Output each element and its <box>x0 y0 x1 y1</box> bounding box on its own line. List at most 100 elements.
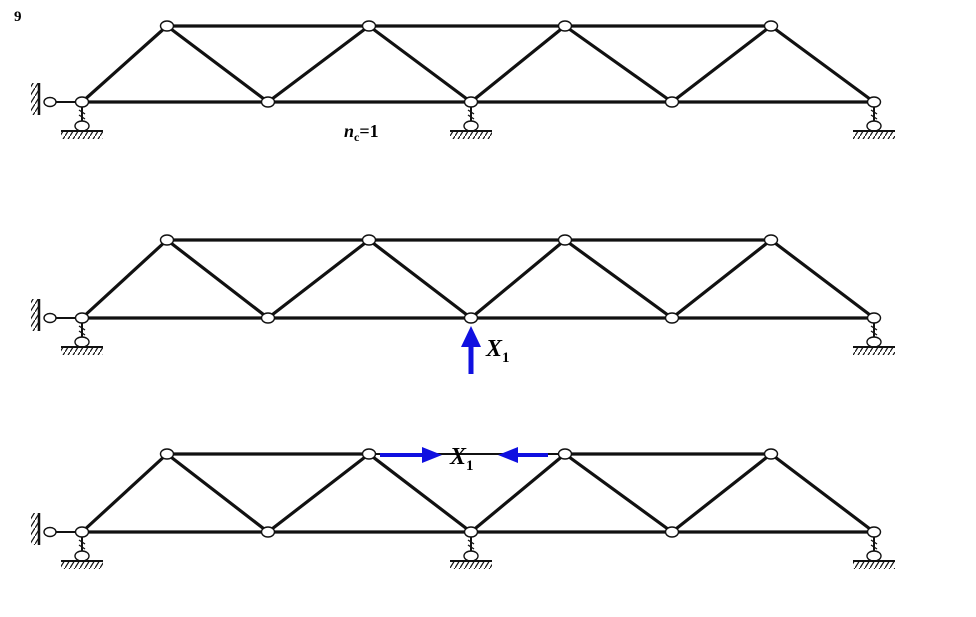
bottom-joint <box>463 526 479 538</box>
support-spring-tick <box>467 114 475 120</box>
support-spring-tick <box>467 544 475 550</box>
redundant-force-pair <box>380 447 548 463</box>
indeterminacy-var: n <box>344 121 354 141</box>
support-pin <box>74 336 90 348</box>
unknown-label-2: X1 <box>449 444 474 474</box>
diagonal-member <box>769 238 876 320</box>
support-pin <box>463 550 479 562</box>
diagonal-member <box>165 24 270 104</box>
top-joint <box>361 20 377 32</box>
support-pin <box>74 120 90 132</box>
bottom-joint <box>664 96 680 108</box>
diagonal-member <box>769 24 876 104</box>
figure-number: 9 <box>14 9 22 25</box>
top-joint <box>763 448 779 460</box>
unknown-label-1: X1 <box>485 336 510 366</box>
bottom-joint <box>260 526 276 538</box>
support-spring-tick <box>78 109 86 115</box>
ground-hatch <box>61 132 103 139</box>
support-pin <box>463 120 479 132</box>
bottom-joint <box>866 526 882 538</box>
diagonal-member <box>80 24 169 104</box>
wall-hatch <box>31 83 39 115</box>
bottom-joint <box>260 96 276 108</box>
diagonal-member <box>266 24 371 104</box>
top-joint <box>557 20 573 32</box>
ground-hatch <box>853 132 895 139</box>
unknown-var: X <box>485 336 503 362</box>
support-spring-tick <box>78 325 86 331</box>
support-spring-tick <box>78 539 86 545</box>
force-arrow-right-head <box>422 447 442 463</box>
top-joint <box>763 234 779 246</box>
top-joint <box>557 448 573 460</box>
support-pin <box>74 550 90 562</box>
bottom-joint <box>260 312 276 324</box>
support-spring-tick <box>870 325 878 331</box>
truss-released-support <box>31 234 895 355</box>
diagonal-member <box>670 238 773 320</box>
support-spring-tick <box>870 539 878 545</box>
indeterminacy-label: nc=1 <box>344 121 379 144</box>
diagonal-member <box>367 24 473 104</box>
unknown-sub: 1 <box>502 350 510 366</box>
force-arrow-head <box>461 326 481 347</box>
bottom-joint <box>74 526 90 538</box>
bottom-joint <box>866 312 882 324</box>
top-joint <box>557 234 573 246</box>
diagonal-member <box>165 238 270 320</box>
force-arrow-left-head <box>498 447 518 463</box>
diagonal-member <box>367 452 473 534</box>
ground-hatch <box>450 562 492 569</box>
diagonal-member <box>469 24 567 104</box>
bottom-joint <box>74 96 90 108</box>
top-joint <box>361 234 377 246</box>
truss-original <box>31 20 895 139</box>
support-spring-tick <box>870 109 878 115</box>
link-pin <box>43 96 57 108</box>
wall-hatch <box>31 513 39 545</box>
diagonal-member <box>165 452 270 534</box>
bottom-joint <box>664 526 680 538</box>
bottom-joint <box>463 96 479 108</box>
support-pin <box>866 120 882 132</box>
support-spring-tick <box>78 114 86 120</box>
support-spring-tick <box>870 330 878 336</box>
ground-hatch <box>450 132 492 139</box>
wall-hatch <box>31 299 39 331</box>
indeterminacy-value: =1 <box>359 121 378 141</box>
support-spring-tick <box>78 544 86 550</box>
diagonal-member <box>367 238 473 320</box>
diagonal-member <box>563 24 674 104</box>
top-joint <box>159 448 175 460</box>
ground-hatch <box>61 562 103 569</box>
diagonal-member <box>469 238 567 320</box>
bottom-joint <box>866 96 882 108</box>
diagonal-member <box>80 238 169 320</box>
top-joint <box>159 234 175 246</box>
unknown-var: X <box>449 444 467 470</box>
diagonal-member <box>80 452 169 534</box>
top-joint <box>763 20 779 32</box>
diagonal-member <box>563 452 674 534</box>
bottom-joint <box>664 312 680 324</box>
diagonal-member <box>670 24 773 104</box>
top-joint <box>159 20 175 32</box>
redundant-force-vertical <box>461 326 481 374</box>
diagonal-member <box>266 238 371 320</box>
support-spring-tick <box>78 330 86 336</box>
support-spring-tick <box>870 114 878 120</box>
bottom-joint <box>74 312 90 324</box>
truss-cut-member <box>31 448 895 569</box>
link-pin <box>43 526 57 538</box>
diagonal-member <box>670 452 773 534</box>
diagonal-member <box>469 452 567 534</box>
link-pin <box>43 312 57 324</box>
support-pin <box>866 336 882 348</box>
ground-hatch <box>853 562 895 569</box>
support-spring-tick <box>467 109 475 115</box>
unknown-sub: 1 <box>466 458 474 474</box>
top-joint <box>361 448 377 460</box>
ground-hatch <box>61 348 103 355</box>
